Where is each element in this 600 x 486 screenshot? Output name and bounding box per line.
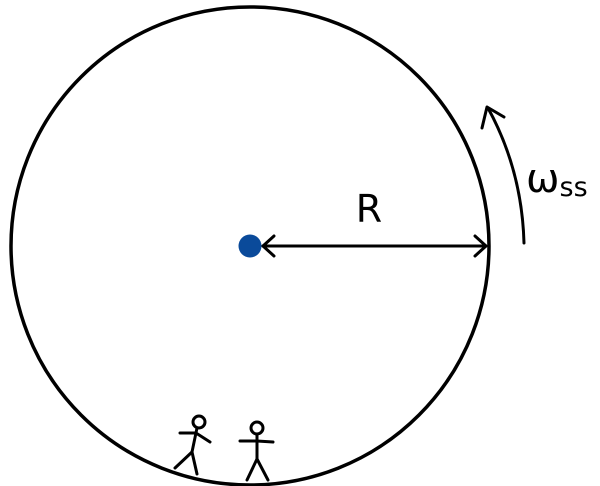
curved-arrow-counterclockwise-icon [480, 105, 526, 245]
angular-velocity-label: ωss [526, 156, 588, 203]
radius-label: R [356, 187, 382, 231]
center-dot [238, 234, 262, 258]
station-rim-circle [9, 5, 491, 486]
radius-arrowhead-left [261, 234, 276, 258]
stick-figure-walking-icon [173, 414, 212, 476]
omega-symbol: ω [526, 156, 560, 202]
radius-arrowhead-right [473, 234, 488, 258]
stick-figure-standing-icon [238, 420, 275, 482]
radius-arrow [261, 234, 488, 258]
omega-subscript: ss [560, 172, 588, 203]
